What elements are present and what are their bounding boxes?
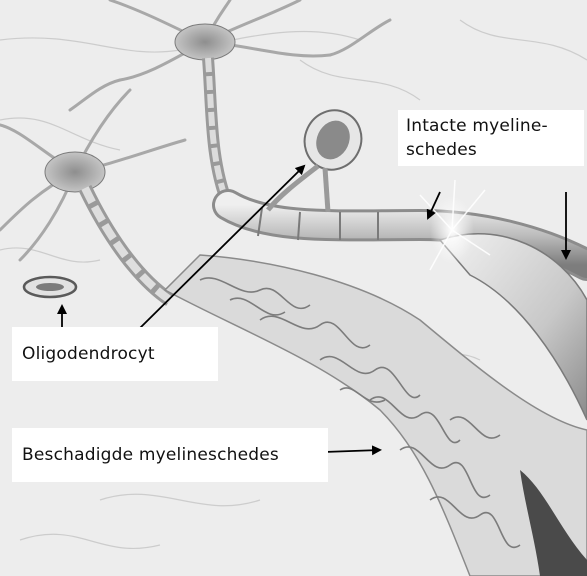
label-oligodendrocyte: Oligodendrocyt — [12, 327, 218, 381]
label-oligodendrocyte-text: Oligodendrocyt — [22, 342, 155, 366]
label-damaged-myelin-text: Beschadigde myelineschedes — [22, 443, 279, 467]
label-intact-myelin: Intacte myeline- schedes — [398, 110, 584, 166]
label-damaged-myelin: Beschadigde myelineschedes — [12, 428, 328, 482]
oligodendrocyte-small — [24, 277, 76, 297]
